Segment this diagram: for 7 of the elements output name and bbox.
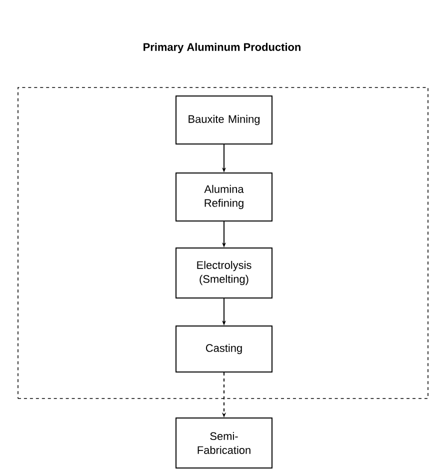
process-box: Casting bbox=[176, 326, 272, 372]
process-box: Semi-Fabrication bbox=[176, 418, 272, 468]
process-box: Electrolysis (Smelting) bbox=[176, 248, 272, 298]
title: Primary Aluminum Production bbox=[144, 42, 300, 54]
process-box: Alumina Refining bbox=[176, 172, 272, 222]
dashed-boundary bbox=[18, 87, 428, 399]
process-box: Bauxite Mining bbox=[176, 96, 272, 144]
